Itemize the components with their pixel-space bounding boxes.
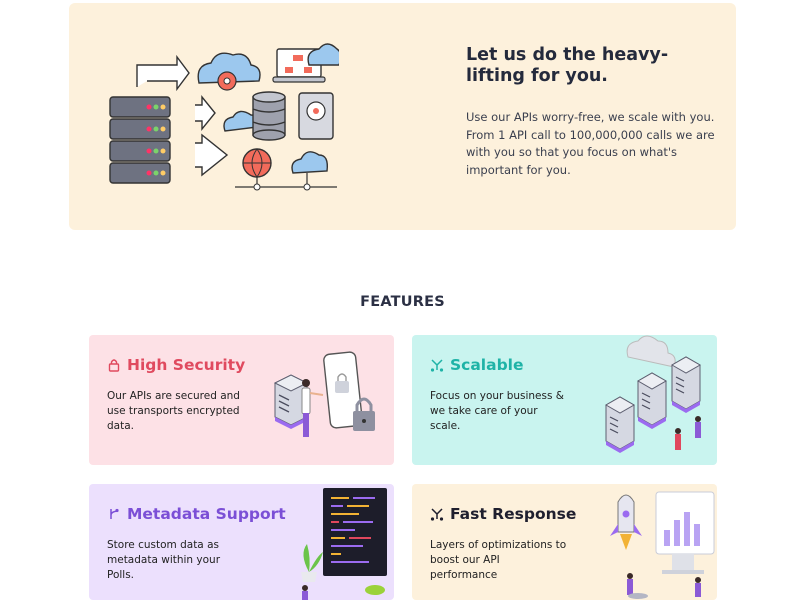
lock-icon [108, 359, 120, 372]
feature-card-fast-response: Fast Response Layers of optimizations to… [412, 484, 717, 600]
metadata-illustration [301, 488, 387, 600]
server-cloud-illustration [109, 43, 339, 191]
speed-icon [430, 508, 444, 521]
feature-title: Metadata Support [127, 505, 286, 523]
feature-card-metadata-support: Metadata Support Store custom data as me… [89, 484, 394, 600]
feature-title-row: Metadata Support [107, 505, 286, 523]
features-heading: FEATURES [360, 294, 445, 310]
fast-response-illustration [610, 491, 715, 599]
feature-description: Store custom data as metadata within you… [107, 539, 221, 581]
feature-title: Scalable [450, 356, 524, 374]
scalable-illustration [604, 335, 702, 453]
feature-title-row: Fast Response [430, 505, 576, 523]
feature-description: Layers of optimizations to boost our API… [430, 539, 567, 581]
hero-section: Let us do the heavy-lifting for you. Use… [69, 3, 736, 230]
feature-title-row: Scalable [430, 356, 524, 374]
feature-description: Focus on your business & we take care of… [430, 390, 564, 432]
hero-title: Let us do the heavy-lifting for you. [466, 45, 669, 86]
feature-card-high-security: High Security Our APIs are secured and u… [89, 335, 394, 465]
hero-description: Use our APIs worry-free, we scale with y… [466, 110, 715, 177]
feature-description: Our APIs are secured and use transports … [107, 390, 240, 432]
feature-title-row: High Security [107, 356, 245, 374]
scale-icon [430, 359, 444, 372]
feature-title: Fast Response [450, 505, 577, 523]
branch-icon [110, 508, 119, 519]
security-illustration [273, 351, 375, 437]
feature-title: High Security [127, 356, 246, 374]
feature-card-scalable: Scalable Focus on your business & we tak… [412, 335, 717, 465]
